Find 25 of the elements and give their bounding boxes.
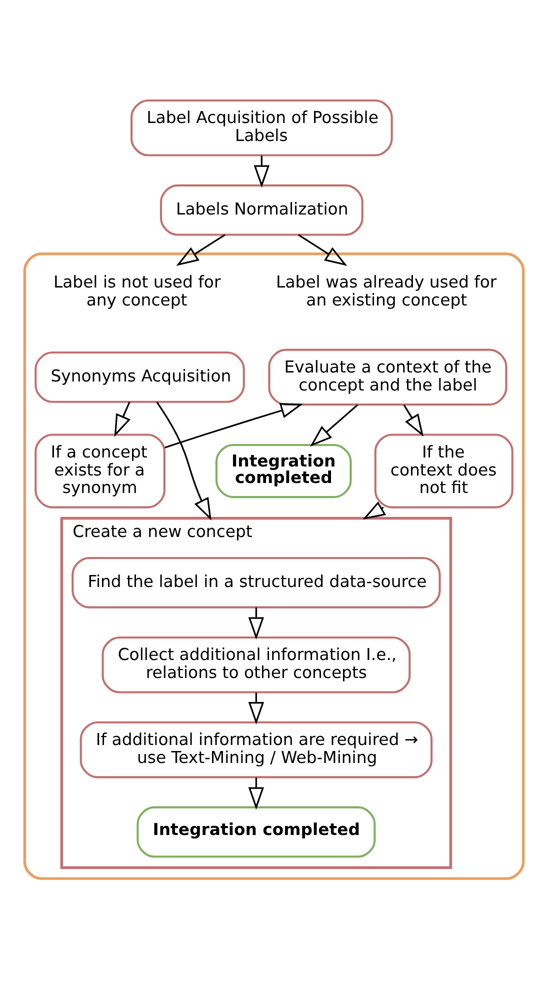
arrow <box>362 500 386 520</box>
node-box: Find the label in a structured data-source <box>72 556 441 608</box>
node-box: If additional information are required → use Text-Mining / Web-Mining <box>80 720 433 778</box>
arrow <box>403 404 424 436</box>
node-box: Label Acquisition of Possible Labels <box>130 98 393 156</box>
node-box: Synonyms Acquisition <box>34 351 245 402</box>
arrow <box>310 404 358 446</box>
arrow <box>254 155 270 188</box>
arrow <box>156 400 212 520</box>
arrow <box>298 234 348 266</box>
node-box: Evaluate a context of the concept and the label <box>268 348 508 406</box>
node-text: Label was already used for an existing concept <box>276 272 497 309</box>
arrow <box>248 777 264 810</box>
node-text: Label is not used for any concept <box>53 272 221 309</box>
arrow <box>114 401 131 436</box>
node-box: Collect additional information I.e., relations to other concepts <box>102 636 411 693</box>
node-box: Integration completed <box>215 443 352 498</box>
node-box: Labels Normalization <box>160 184 364 236</box>
arrow <box>248 692 264 724</box>
arrow <box>164 402 304 448</box>
node-box: Integration completed <box>136 806 376 858</box>
arrow <box>176 234 226 266</box>
node-box: If a concept exists for a synonym <box>34 433 166 508</box>
cluster <box>23 252 525 880</box>
arrow <box>248 606 264 640</box>
